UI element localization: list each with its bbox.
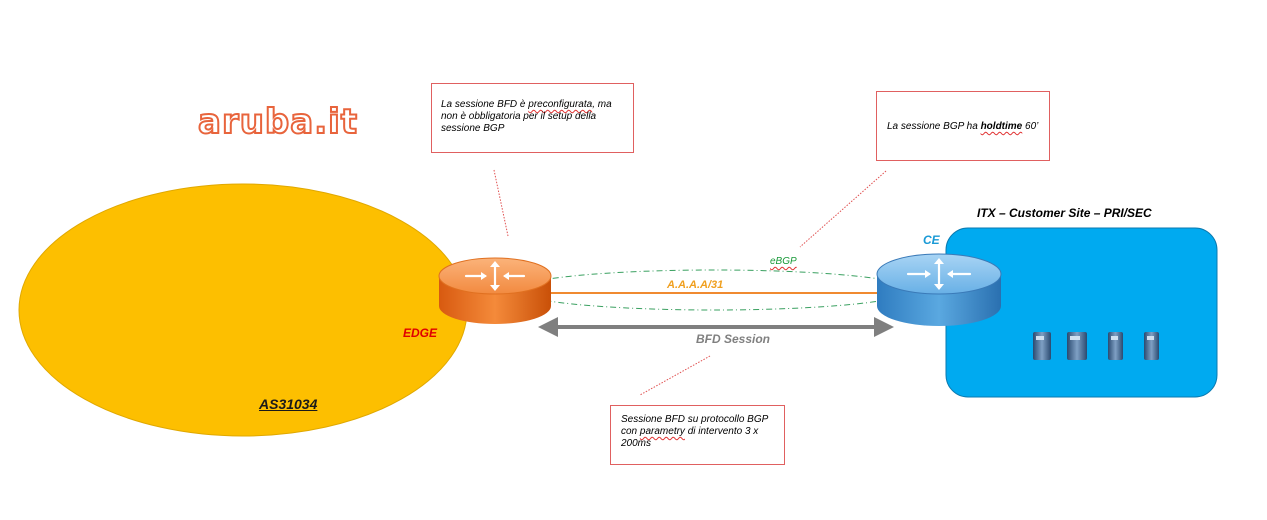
edge-router-icon <box>438 257 552 324</box>
bfd-session-label: BFD Session <box>696 332 771 346</box>
ce-label: CE <box>923 233 940 247</box>
callout-text: Sessione BFD su protocollo BGP <box>621 414 769 425</box>
link-subnet-label: A.A.A.A/31 <box>667 279 724 291</box>
server-icons <box>1033 332 1159 360</box>
callout-text: non è obbligatoria per il setup della se… <box>441 111 597 134</box>
server-icon <box>1033 332 1051 360</box>
callout-connector <box>639 355 711 396</box>
callout-text: di intervento 3 x 200ms <box>621 426 759 449</box>
callout-text: La sessione BGP ha <box>887 121 981 132</box>
aruba-logo: aruba.it <box>197 101 359 143</box>
callout-text-bold: holdtime <box>980 121 1023 132</box>
callout-text-underlined: parametry <box>639 426 685 437</box>
server-icon <box>1067 332 1087 360</box>
edge-label: EDGE <box>403 326 438 340</box>
ce-router-icon <box>876 253 1002 326</box>
as-area <box>18 183 468 437</box>
callout-holdtime: La sessione BGP ha holdtime 60’ <box>876 91 1050 161</box>
callout-connector <box>493 169 509 237</box>
callout-text-underlined: preconfigurata <box>528 99 593 110</box>
callout-bfd-preconfigured: La sessione BFD è preconfigurata, ma non… <box>431 83 634 153</box>
bfd-session-arrow <box>538 317 894 337</box>
ebgp-label: eBGP <box>770 256 797 267</box>
server-icon <box>1144 332 1159 360</box>
ebgp-text: eBGP <box>770 256 797 267</box>
customer-site-label: ITX – Customer Site – PRI/SEC <box>977 206 1152 220</box>
callout-bfd-parameters: Sessione BFD su protocollo BGP con param… <box>610 405 785 465</box>
callout-text: La sessione BFD è <box>441 99 529 110</box>
callout-connector <box>799 170 887 248</box>
server-icon <box>1108 332 1123 360</box>
callout-text: , ma <box>592 99 612 110</box>
callout-text: 60’ <box>1022 121 1039 132</box>
as-number-label: AS31034 <box>259 396 318 412</box>
callout-text: con <box>621 426 640 437</box>
